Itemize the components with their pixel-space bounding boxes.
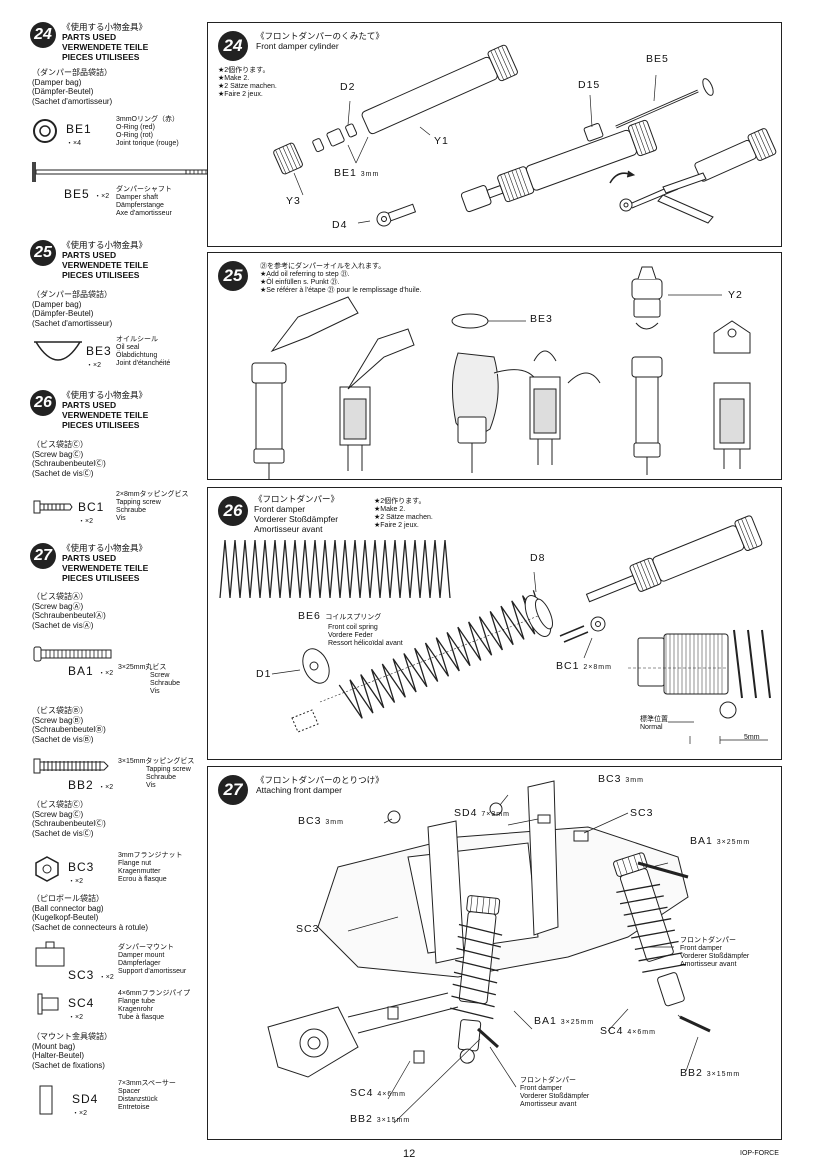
part-desc: 3mmOリング（赤） O-Ring (red) O-Ring (rot) Joi… (116, 116, 179, 147)
label-bc3-top: BC3 3mm (598, 773, 644, 785)
step-panel-24: 24 《フロントダンパーのくみたて》 Front damper cylinder… (207, 22, 782, 247)
label-y2: Y2 (728, 289, 743, 301)
part-bc3: BC3 ・×2 (68, 860, 95, 885)
label-be3: BE3 (530, 313, 553, 325)
sidebar-section-24: 24 《使用する小物金具》 PARTS USED VERWENDETE TEIL… (30, 22, 148, 62)
part-desc: 2×8mmタッピングビス Tapping screw Schraube Vis (116, 491, 189, 522)
bag-label: （ビス袋詰Ⓒ） (Screw bagⒸ) (SchraubenbeutelⒸ) … (32, 440, 106, 478)
bag-label: （ビス袋詰Ⓑ） (Screw bagⒷ) (SchraubenbeutelⒷ) … (32, 706, 106, 744)
bag-label: （マウント金具袋詰） (Mount bag) (Halter-Beutel) (… (32, 1032, 112, 1070)
step-number-badge: 25 (218, 261, 248, 291)
o-ring-icon (33, 119, 57, 143)
part-desc: ダンパーマウント Damper mount Dämpferlager Suppo… (118, 944, 187, 975)
label-d1: D1 (256, 668, 272, 680)
normal-position-label: 標準位置 Normal (640, 716, 668, 731)
sidebar-section-25: 25 《使用する小物金具》 PARTS USED VERWENDETE TEIL… (30, 240, 148, 280)
screw-icon (33, 646, 112, 662)
damper-mount-icon (35, 941, 65, 967)
page-number: 12 (403, 1148, 416, 1160)
part-sc3: SC3 ・×2 (68, 968, 114, 982)
part-be5: BE5 ・×2 (64, 187, 110, 201)
step-number-badge: 24 (30, 22, 56, 48)
label-sc4-bottom: SC4 4×6mm (350, 1087, 406, 1099)
label-be1: BE1 3mm (334, 167, 380, 179)
label-bc3-left: BC3 3mm (298, 815, 344, 827)
bag-label: （ピロボール袋詰） (Ball connector bag) (Kugelkop… (32, 894, 149, 932)
step-number-badge: 27 (30, 543, 56, 569)
part-desc: オイルシール Oil seal Ölabdichtung Joint d'éta… (116, 336, 171, 367)
sidebar-section-26: 26 《使用する小物金具》 PARTS USED VERWENDETE TEIL… (30, 390, 148, 430)
part-be1: BE1 ・×4 (66, 122, 92, 147)
label-sd4: SD4 7×3mm (454, 807, 510, 819)
label-be5: BE5 (646, 53, 669, 65)
label-sc3-right: SC3 (630, 807, 654, 819)
flange-nut-icon (35, 856, 59, 882)
label-sc4-mid: SC4 4×6mm (600, 1025, 656, 1037)
parts-used-heading: 《使用する小物金具》 PARTS USED VERWENDETE TEILE P… (62, 543, 149, 583)
step-number-badge: 26 (30, 390, 56, 416)
label-be6: BE6 コイルスプリング Front coil spring Vordere F… (298, 610, 403, 647)
make-note: ★2個作ります。 ★Make 2. ★2 Sätze machen. ★Fair… (218, 67, 277, 98)
part-desc: 7×3mmスペーサー Spacer Distanzstück Entretois… (118, 1080, 176, 1111)
part-desc: ダンパーシャフト Damper shaft Dämpferstange Axe … (116, 186, 172, 217)
bag-label: （ダンパー部品袋詰） (Damper bag) (Dämpfer-Beutel)… (32, 290, 113, 328)
part-desc: 4×6mmフランジパイプ Flange tube Kragenrohr Tube… (118, 990, 191, 1021)
label-bb2-bottom: BB2 3×15mm (350, 1113, 411, 1125)
part-ba1: BA1 ・×2 (68, 664, 114, 678)
damper-shaft-icon (32, 162, 218, 182)
step-panel-26: 26 《フロントダンパー》 Front damper Vorderer Stoß… (207, 487, 782, 760)
step-number-badge: 27 (218, 775, 248, 805)
part-desc: 3×25mm丸ビス Screw Schraube Vis (118, 664, 180, 695)
label-bb2-right: BB2 3×15mm (680, 1067, 741, 1079)
label-y1: Y1 (434, 135, 449, 147)
part-sd4: SD4 ・×2 (72, 1092, 99, 1117)
step-panel-27: 27 《フロントダンパーのとりつけ》 Attaching front dampe… (207, 766, 782, 1140)
parts-used-heading: 《使用する小物金具》 PARTS USED VERWENDETE TEILE P… (62, 240, 149, 280)
sidebar-section-27: 27 《使用する小物金具》 PARTS USED VERWENDETE TEIL… (30, 543, 148, 583)
front-damper-label-bottom: フロントダンパー Front damper Vorderer Stoßdämpf… (520, 1077, 590, 1108)
front-damper-cylinder-drawing (273, 44, 777, 227)
front-damper-label-right: フロントダンパー Front damper Vorderer Stoßdämpf… (680, 937, 750, 968)
part-sc4: SC4 ・×2 (68, 996, 95, 1021)
attaching-front-damper-drawing (267, 780, 711, 1124)
label-ba1-mid: BA1 3×25mm (534, 1015, 595, 1027)
make-note: ★2個作ります。 ★Make 2. ★2 Sätze machen. ★Fair… (374, 498, 433, 529)
bag-label: （ダンパー部品袋詰） (Damper bag) (Dämpfer-Beutel)… (32, 68, 113, 106)
part-bc1: BC1 ・×2 (78, 500, 105, 525)
oil-note: ㉑を参考にダンパーオイルを入れます。 ★Add oil referring to… (260, 263, 422, 294)
label-bc1: BC1 2×8mm (556, 660, 612, 672)
dimension-5mm: 5mm (744, 734, 760, 741)
step-title: 《フロントダンパー》 Front damper Vorderer Stoßdäm… (254, 494, 340, 534)
front-damper-drawing (219, 515, 771, 744)
label-d8: D8 (530, 552, 546, 564)
parts-used-heading: 《使用する小物金具》 PARTS USED VERWENDETE TEILE P… (62, 22, 149, 62)
oil-filling-drawing (251, 266, 751, 479)
part-bb2: BB2 ・×2 (68, 778, 114, 792)
label-sc3-left: SC3 (296, 923, 320, 935)
step-panel-25: 25 ㉑を参考にダンパーオイルを入れます。 ★Add oil referring… (207, 252, 782, 480)
parts-used-heading: 《使用する小物金具》 PARTS USED VERWENDETE TEILE P… (62, 390, 149, 430)
label-d4: D4 (332, 219, 348, 231)
step-number-badge: 24 (218, 31, 248, 61)
part-desc: 3×15mmタッピングビス Tapping screw Schraube Vis (118, 758, 195, 789)
step-number-badge: 25 (30, 240, 56, 266)
step-title: 《フロントダンパーのくみたて》 Front damper cylinder (256, 31, 384, 51)
tapping-screw-icon (33, 500, 73, 514)
part-be3: BE3 ・×2 (86, 344, 112, 369)
label-y3: Y3 (286, 195, 301, 207)
label-d2: D2 (340, 81, 356, 93)
oil-seal-icon (34, 341, 82, 361)
footer-code: IOP-FORCE (740, 1150, 779, 1157)
flange-tube-icon (37, 993, 59, 1015)
bag-label: （ビス袋詰Ⓐ） (Screw bagⒶ) (SchraubenbeutelⒶ) … (32, 592, 106, 630)
spacer-icon (39, 1085, 53, 1115)
step-title: 《フロントダンパーのとりつけ》 Attaching front damper (256, 775, 384, 795)
label-d15: D15 (578, 79, 601, 91)
bag-label: （ビス袋詰Ⓒ） (Screw bagⒸ) (SchraubenbeutelⒸ) … (32, 800, 106, 838)
part-desc: 3mmフランジナット Flange nut Kragenmutter Ecrou… (118, 852, 183, 883)
tapping-screw-icon (33, 758, 109, 774)
step-number-badge: 26 (218, 496, 248, 526)
label-ba1-right: BA1 3×25mm (690, 835, 751, 847)
